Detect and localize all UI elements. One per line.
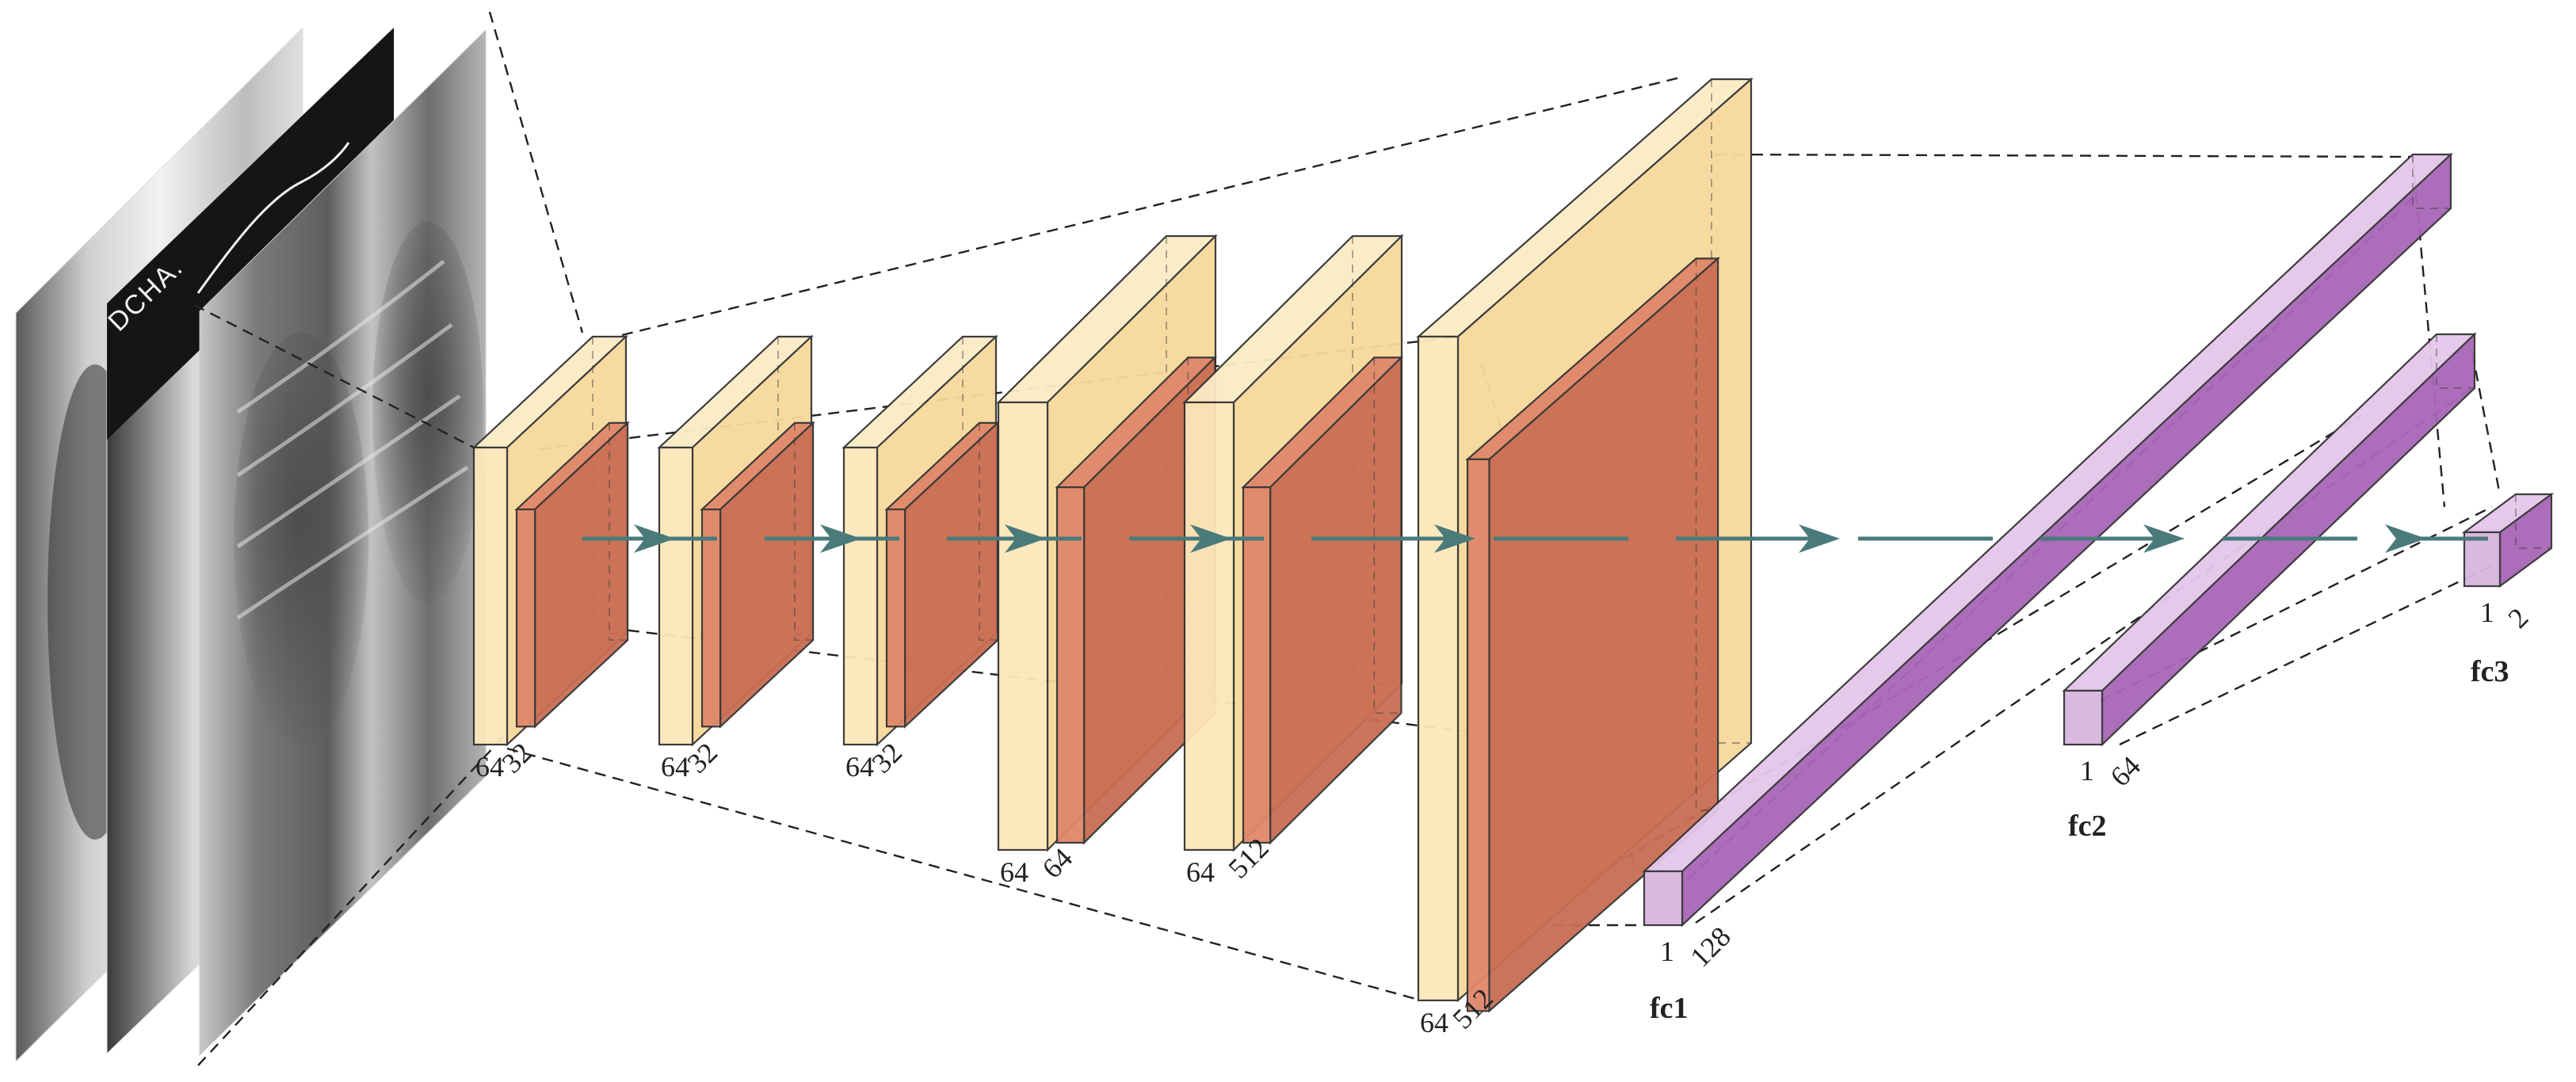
arrowhead-6 bbox=[1799, 524, 1840, 553]
arrowhead-8 bbox=[2385, 524, 2426, 553]
conv-dim-depth-4: 64 bbox=[1000, 856, 1028, 888]
activation-slab-2 bbox=[700, 421, 815, 729]
fc-dim-width-2: 1 bbox=[2080, 755, 2094, 787]
fc-prism-1-hidden-edge bbox=[2412, 154, 2451, 209]
fc-dim-size-1: 128 bbox=[1684, 920, 1736, 973]
activation-slab-3 bbox=[884, 421, 1000, 729]
input-xray-stack: DCHA. bbox=[15, 26, 487, 1063]
activation-slab-2-hidden-edge bbox=[794, 422, 814, 641]
fc-prism-3-hidden-edge bbox=[2515, 494, 2551, 549]
layer-blocks bbox=[471, 77, 2555, 1013]
conv-block-5 bbox=[1182, 234, 1404, 852]
activation-slab-6-front bbox=[1466, 458, 1490, 1012]
conv-slab-2-front bbox=[658, 446, 694, 746]
fc-dim-width-1: 1 bbox=[1660, 935, 1674, 967]
conv-slab-5-front bbox=[1183, 401, 1235, 852]
conv-block-2 bbox=[657, 334, 815, 747]
conv-slab-1-front bbox=[472, 446, 509, 746]
conv-dim-depth-6: 64 bbox=[1420, 1007, 1448, 1038]
fc-prism-2-front bbox=[2063, 689, 2104, 746]
conv-block-3 bbox=[841, 334, 1000, 747]
activation-slab-1-front bbox=[515, 508, 536, 728]
fc-label-3: fc3 bbox=[2471, 655, 2509, 688]
activation-slab-3-hidden-edge bbox=[979, 422, 998, 641]
flow-arrow bbox=[582, 524, 2488, 553]
activation-slab-5-front bbox=[1242, 486, 1272, 844]
activation-slab-1 bbox=[514, 421, 630, 729]
conv-slab-3-front bbox=[842, 446, 879, 746]
conv-dim-depth-5: 64 bbox=[1186, 856, 1215, 888]
arrowhead-7 bbox=[2143, 524, 2185, 553]
arrowhead-2 bbox=[820, 524, 861, 553]
fc-label-2: fc2 bbox=[2068, 810, 2107, 843]
arrowhead-4 bbox=[1190, 524, 1231, 553]
activation-slab-5 bbox=[1241, 355, 1404, 845]
activation-slab-1-hidden-edge bbox=[609, 422, 628, 641]
conv-block-6 bbox=[1416, 77, 1754, 1013]
xray-image-front bbox=[199, 29, 487, 1057]
arrowhead-3 bbox=[1005, 524, 1046, 553]
conv-slab-6-front bbox=[1417, 335, 1460, 1002]
fc-dim-width-3: 1 bbox=[2480, 596, 2494, 628]
fc-prism-2-hidden-edge bbox=[2436, 334, 2475, 389]
activation-slab-5-hidden-edge bbox=[1373, 357, 1402, 714]
arrowhead-1 bbox=[634, 524, 675, 553]
fc-prism-3 bbox=[2461, 492, 2555, 589]
conv-slab-4-front bbox=[997, 401, 1049, 852]
activation-slab-4-front bbox=[1055, 486, 1086, 844]
arrowhead-5 bbox=[1434, 524, 1475, 553]
fc-label-1: fc1 bbox=[1650, 992, 1689, 1025]
fc-block-3 bbox=[2461, 492, 2555, 589]
activation-slab-2-front bbox=[700, 508, 722, 728]
fc-prism-1-front bbox=[1643, 870, 1684, 927]
conv-dim-depth-1: 64 bbox=[475, 751, 504, 783]
activation-slab-3-front bbox=[885, 508, 906, 728]
fc-dim-size-2: 64 bbox=[2104, 750, 2147, 793]
activation-slab-6 bbox=[1465, 256, 1721, 1013]
conv-dim-depth-3: 64 bbox=[845, 751, 874, 783]
fc-dim-size-3: 2 bbox=[2502, 602, 2534, 634]
conv-block-1 bbox=[471, 334, 630, 747]
conv-dim-depth-2: 64 bbox=[661, 751, 689, 783]
fc-prism-3-front bbox=[2463, 531, 2502, 588]
